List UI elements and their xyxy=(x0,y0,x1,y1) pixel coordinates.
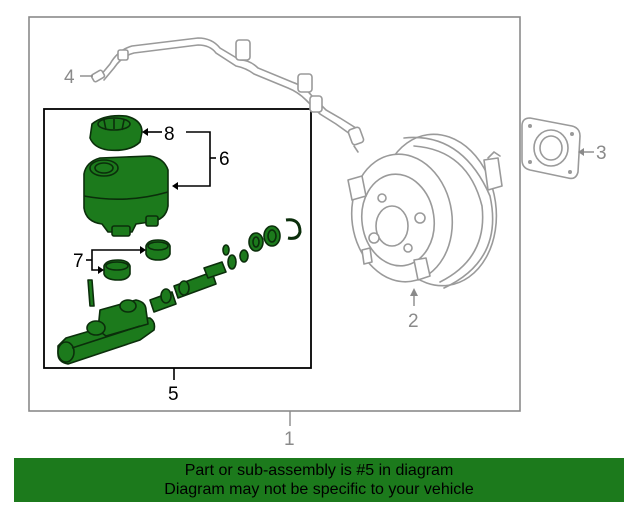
reservoir-cap xyxy=(89,114,143,152)
callout-5: 5 xyxy=(168,384,179,405)
vacuum-hose xyxy=(90,37,365,153)
callout-6-bracket xyxy=(176,131,211,187)
booster-gasket xyxy=(521,117,581,180)
brake-booster xyxy=(347,133,503,289)
fluid-reservoir xyxy=(83,155,169,237)
callout-8: 8 xyxy=(164,124,175,145)
callout-6: 6 xyxy=(219,149,230,170)
master-cylinder-frame xyxy=(43,108,312,369)
callout-7: 7 xyxy=(73,251,84,272)
master-cylinder xyxy=(57,218,302,365)
callout-3: 3 xyxy=(596,143,607,164)
callout-1: 1 xyxy=(284,429,295,450)
notice-line-2: Diagram may not be specific to your vehi… xyxy=(164,481,474,498)
notice-banner: Part or sub-assembly is #5 in diagram Di… xyxy=(14,458,624,502)
callout-4: 4 xyxy=(64,67,75,88)
reservoir-grommets xyxy=(103,239,171,281)
notice-line-1: Part or sub-assembly is #5 in diagram xyxy=(184,462,454,479)
callout-2: 2 xyxy=(408,311,419,332)
assembly-frame xyxy=(28,16,521,412)
